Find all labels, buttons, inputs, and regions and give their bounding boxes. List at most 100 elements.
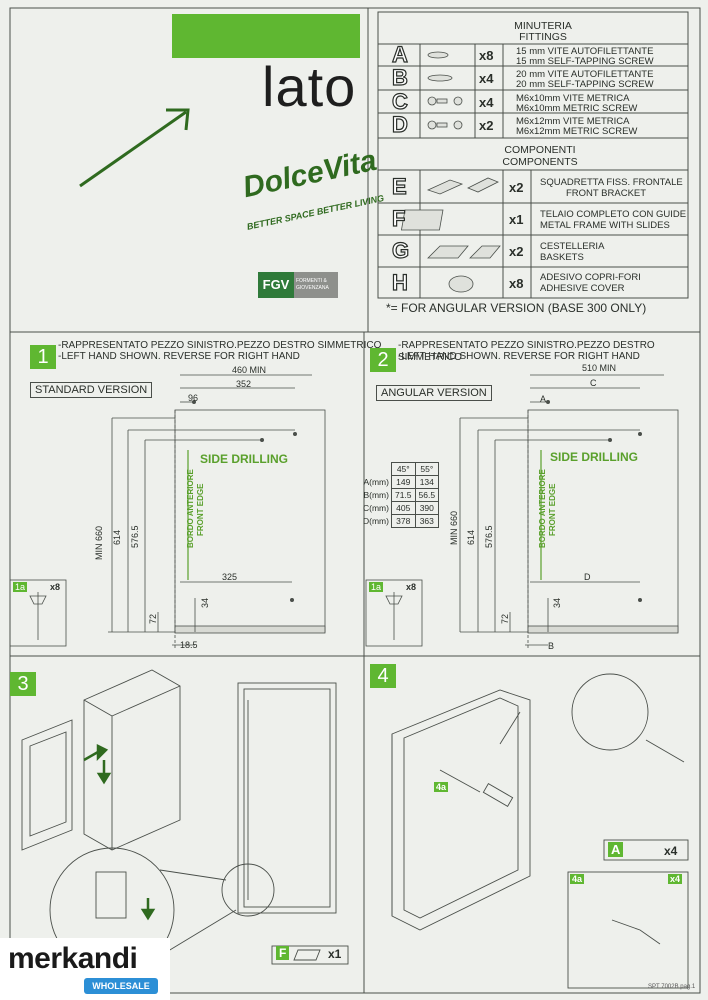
fitting-desc-d-it: M6x12mm VITE METRICA xyxy=(516,116,630,127)
fitting-desc-c-it: M6x10mm VITE METRICA xyxy=(516,93,630,104)
angular-footnote: *= FOR ANGULAR VERSION (BASE 300 ONLY) xyxy=(386,301,647,315)
step-2-fitting-label: 1a xyxy=(369,582,384,592)
merkandi-watermark: merkandi WHOLESALE xyxy=(0,938,170,1000)
component-letter-f: F xyxy=(391,205,406,231)
components-title-it: COMPONENTI xyxy=(504,144,576,156)
table-cell: 363 xyxy=(414,514,440,528)
step-1-dim-576: 576.5 xyxy=(130,525,140,548)
step-1-dim-660: MIN 660 xyxy=(94,525,104,560)
table-row-label: D(mm) xyxy=(363,516,389,526)
step-2-dim-510: 510 MIN xyxy=(582,363,617,373)
component-qty-e: x2 xyxy=(509,180,524,195)
document-code: SPT 7002B pag.1 xyxy=(648,984,696,990)
step-1-dim-18: 18.5 xyxy=(180,640,198,650)
fitting-desc-c-en: M6x10mm METRIC SCREW xyxy=(516,103,638,114)
table-col-55: 55° xyxy=(414,462,440,476)
fitting-letter-a: A xyxy=(391,41,408,67)
component-qty-g: x2 xyxy=(509,244,524,259)
table-cell: 71.5 xyxy=(390,488,416,502)
step-4-number: 4 xyxy=(370,664,396,688)
step-1-number: 1 xyxy=(30,345,56,369)
step-1-dim-72: 72 xyxy=(148,613,158,624)
step-2-side-drilling: SIDE DRILLING xyxy=(550,450,639,464)
step-1-edge-en: FRONT EDGE xyxy=(196,483,205,536)
step-1-side-drilling: SIDE DRILLING xyxy=(200,452,289,466)
fitting-desc-b-en: 20 mm SELF-TAPPING SCREW xyxy=(516,79,654,90)
step-2-fitting-qty: x8 xyxy=(406,582,417,592)
table-row-label: B(mm) xyxy=(363,490,389,500)
step-2-dim-576: 576.5 xyxy=(484,525,494,548)
step-1-dim-96: 96 xyxy=(188,393,199,403)
table-row-label: A(mm) xyxy=(363,477,389,487)
step-2-dim-a: A xyxy=(540,394,547,404)
component-qty-h: x8 xyxy=(509,276,524,291)
component-letter-h: H xyxy=(391,269,408,295)
merkandi-wholesale-badge: WHOLESALE xyxy=(84,978,158,994)
component-desc-f-it: TELAIO COMPLETO CON GUIDE xyxy=(540,209,687,220)
component-desc-h-it: ADESIVO COPRI-FORI xyxy=(540,272,641,283)
angle-dimensions-table: 45° 55° A(mm) 149 134 B(mm) 71.5 56.5 C(… xyxy=(360,462,440,528)
fitting-qty-b: x4 xyxy=(479,71,494,86)
merkandi-name: merkandi xyxy=(8,942,138,975)
step-3-part-letter: F xyxy=(276,946,290,960)
fitting-desc-d-en: M6x12mm METRIC SCREW xyxy=(516,126,638,137)
step-4-detail-label: 4a xyxy=(570,874,585,884)
fitting-letter-b: B xyxy=(391,64,408,90)
step-1-dim-325: 325 xyxy=(222,572,238,582)
step-3-number: 3 xyxy=(10,672,36,696)
table-header-row: 45° 55° xyxy=(360,462,440,476)
table-cell: 390 xyxy=(414,501,440,515)
step-1-fitting-qty: x8 xyxy=(50,582,61,592)
table-cell: 405 xyxy=(390,501,416,515)
step-1-note-en: -LEFT HAND SHOWN. REVERSE FOR RIGHT HAND xyxy=(58,351,300,362)
maker-logo: FGV FORMENTI & GIOVENZANA xyxy=(258,272,338,298)
table-cell: 134 xyxy=(414,475,440,489)
step-1-version: STANDARD VERSION xyxy=(30,382,153,398)
table-cell: 56.5 xyxy=(414,488,440,502)
step-2-dim-660: MIN 660 xyxy=(449,510,459,545)
table-row: D(mm) 378 363 xyxy=(360,514,440,528)
step-2-dim-c: C xyxy=(590,378,597,388)
step-2-dim-614: 614 xyxy=(466,529,476,545)
fittings-title-en: FITTINGS xyxy=(519,31,567,43)
table-row: C(mm) 405 390 xyxy=(360,501,440,515)
maker-logo-mark: FGV xyxy=(258,272,294,298)
step-4-detail-qty: x4 xyxy=(668,874,683,884)
component-qty-f: x1 xyxy=(509,212,524,227)
step-1-dim-460: 460 MIN xyxy=(232,365,267,375)
components-title-en: COMPONENTS xyxy=(502,156,578,168)
component-desc-g-it: CESTELLERIA xyxy=(540,241,605,252)
table-col-45: 45° xyxy=(390,462,416,476)
step-2-number: 2 xyxy=(370,348,396,372)
component-desc-e-en: FRONT BRACKET xyxy=(566,188,647,199)
brand-green-bar xyxy=(172,14,360,58)
table-row-label: C(mm) xyxy=(363,503,389,513)
step-1-edge-it: BORDO ANTERIORE xyxy=(186,469,195,548)
fitting-qty-d: x2 xyxy=(479,118,494,133)
step-2-dim-b: B xyxy=(548,641,555,651)
step-2-dim-34: 34 xyxy=(552,597,562,608)
fittings-title-it: MINUTERIA xyxy=(514,20,572,32)
step-2-edge-en: FRONT EDGE xyxy=(548,483,557,536)
component-desc-e-it: SQUADRETTA FISS. FRONTALE xyxy=(540,177,683,188)
fitting-desc-a-it: 15 mm VITE AUTOFILETTANTE xyxy=(516,46,654,57)
step-1-dim-34: 34 xyxy=(200,597,210,608)
step-4-part-letter: A xyxy=(608,842,624,857)
step-2-version: ANGULAR VERSION xyxy=(376,385,492,401)
step-2-dim-72: 72 xyxy=(500,613,510,624)
table-cell: 149 xyxy=(390,475,416,489)
step-4-callout: 4a xyxy=(434,782,449,792)
table-row: A(mm) 149 134 xyxy=(360,475,440,489)
fitting-letter-d: D xyxy=(391,111,408,137)
step-4-part-qty: x4 xyxy=(664,844,678,858)
fitting-desc-a-en: 15 mm SELF-TAPPING SCREW xyxy=(516,56,654,67)
component-desc-h-en: ADHESIVE COVER xyxy=(540,283,625,294)
brand-logo-lato: lato xyxy=(262,55,357,118)
step-1-note-it: -RAPPRESENTATO PEZZO SINISTRO.PEZZO DEST… xyxy=(58,340,382,351)
step-1-dim-614: 614 xyxy=(112,529,122,545)
maker-logo-name: FORMENTI & GIOVENZANA xyxy=(294,272,338,298)
step-2-edge-it: BORDO ANTERIORE xyxy=(538,469,547,548)
fitting-qty-a: x8 xyxy=(479,48,494,63)
